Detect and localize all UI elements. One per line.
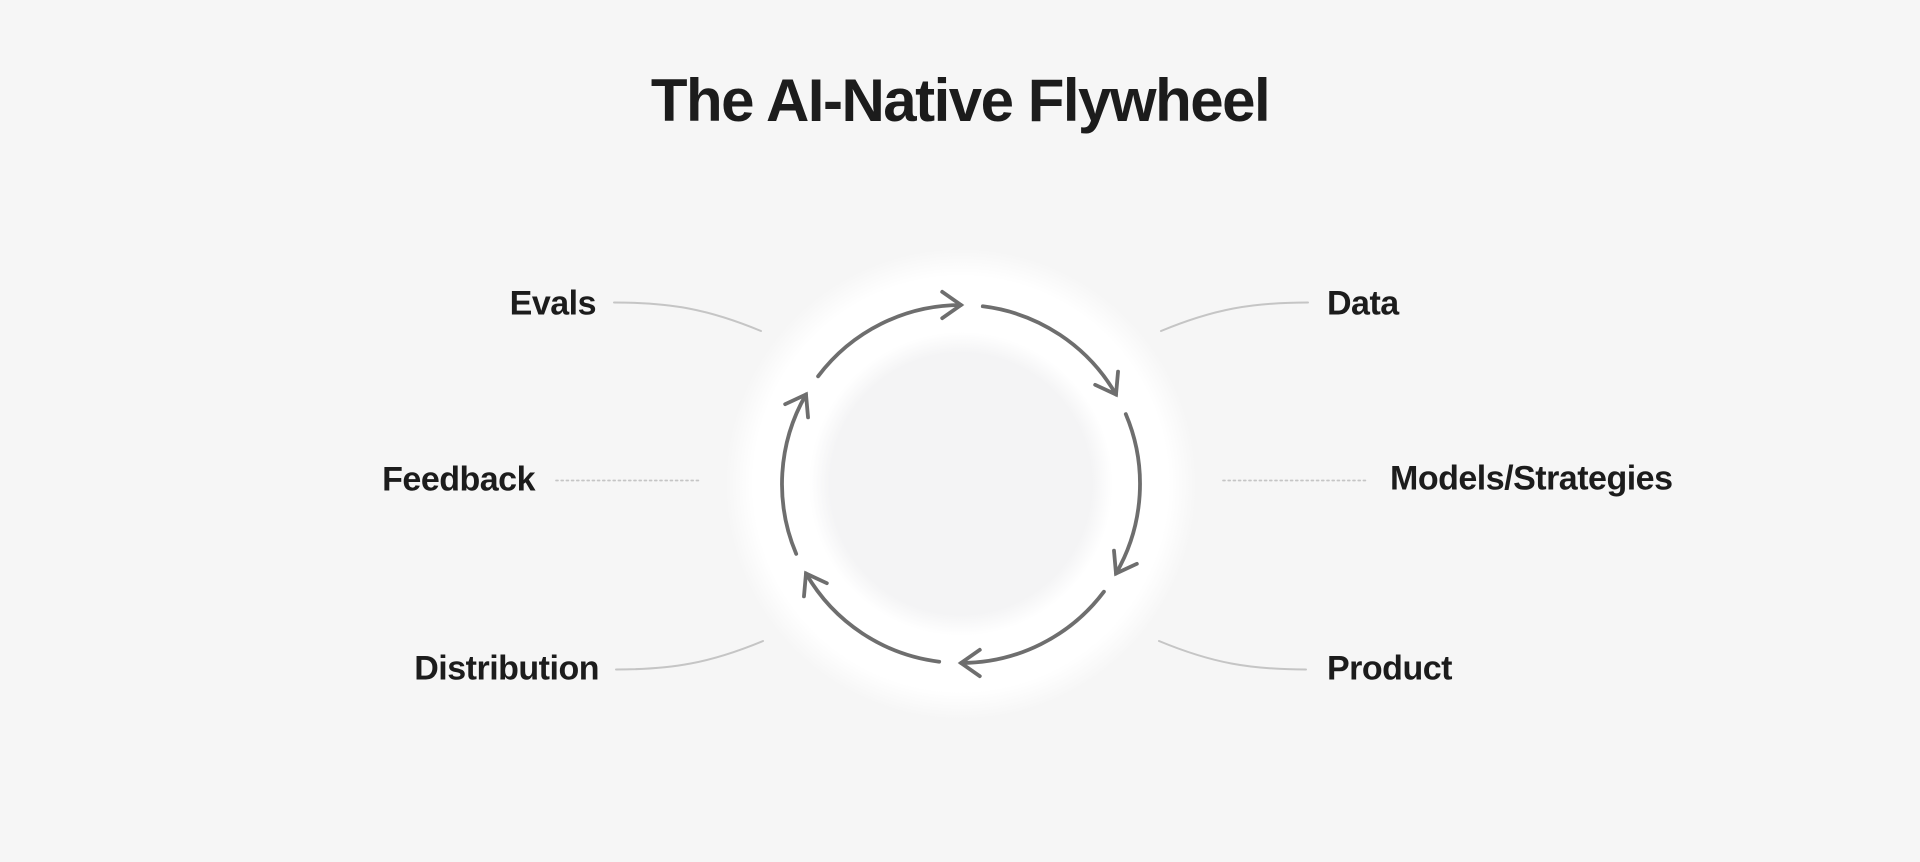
cycle-arrow [980, 304, 1120, 398]
evals-connector [613, 301, 762, 332]
cycle-arrow [1112, 412, 1142, 577]
data-connector [1160, 301, 1309, 332]
label-connectors [555, 301, 1369, 671]
cycle-arrow [780, 391, 810, 556]
flywheel-arrows [780, 289, 1142, 679]
cycle-arrow [816, 289, 965, 379]
product-connector [1158, 640, 1307, 671]
node-label-distribution: Distribution [414, 649, 599, 688]
cycle-arrow [802, 570, 942, 664]
node-label-models-strategies: Models/Strategies [1390, 459, 1673, 498]
distribution-connector [615, 640, 764, 671]
cycle-arrow [957, 589, 1106, 679]
node-label-evals: Evals [509, 284, 597, 323]
page-title: The AI-Native Flywheel [650, 67, 1271, 134]
node-label-product: Product [1327, 649, 1452, 688]
node-label-feedback: Feedback [382, 460, 535, 499]
flywheel-hub [809, 332, 1113, 636]
node-label-data: Data [1327, 284, 1399, 323]
